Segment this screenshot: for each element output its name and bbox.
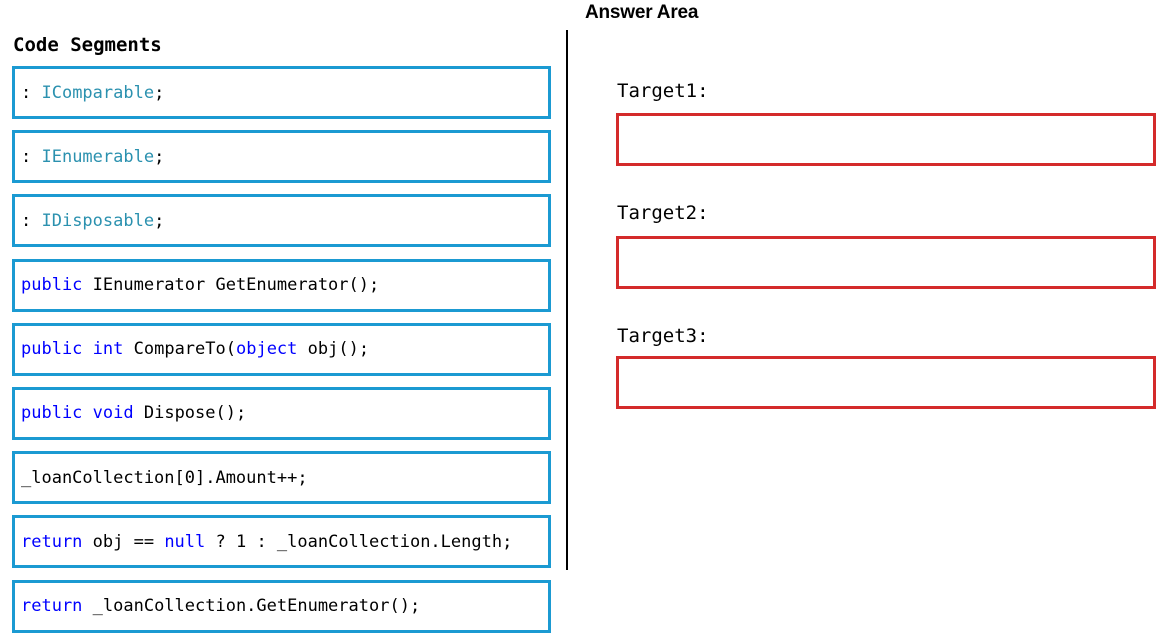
code-token: Dispose(); — [133, 403, 247, 424]
code-token: obj(); — [297, 339, 370, 360]
code-token — [82, 339, 92, 359]
target1-drop-zone[interactable] — [616, 113, 1156, 166]
code-token: IEnumerator GetEnumerator(); — [82, 275, 380, 296]
code-token: : — [21, 82, 42, 103]
answer-area-title: Answer Area — [585, 2, 699, 23]
code-segments-list: : IComparable;: IEnumerable;: IDisposabl… — [12, 66, 551, 644]
code-segment-1[interactable]: : IComparable; — [12, 66, 551, 119]
code-segment-7[interactable]: _loanCollection[0].Amount++; — [12, 451, 551, 505]
code-token — [82, 403, 92, 423]
code-token: public — [21, 403, 83, 424]
code-token: IEnumerable — [41, 146, 155, 167]
code-segment-3[interactable]: : IDisposable; — [12, 194, 551, 248]
code-token: null — [164, 531, 206, 552]
target3-label: Target3: — [617, 325, 709, 347]
code-segment-9[interactable]: return _loanCollection.GetEnumerator(); — [12, 579, 551, 633]
target2-label: Target2: — [617, 202, 709, 224]
code-token: IComparable — [41, 82, 155, 103]
code-token: return — [21, 531, 83, 552]
target1-label: Target1: — [617, 80, 709, 102]
code-token: obj == — [82, 531, 165, 552]
code-token: ? 1 : _loanCollection.Length; — [205, 531, 513, 552]
code-segments-title: Code Segments — [13, 34, 162, 56]
code-segment-5[interactable]: public int CompareTo(object obj(); — [12, 322, 551, 376]
code-token: : — [21, 210, 42, 231]
code-segment-2[interactable]: : IEnumerable; — [12, 130, 551, 184]
target3-drop-zone[interactable] — [616, 356, 1156, 409]
code-token: int — [92, 339, 124, 360]
code-token: public — [21, 275, 83, 296]
code-token: ; — [154, 210, 165, 231]
code-token: object — [235, 339, 298, 360]
code-token: : — [21, 146, 42, 167]
code-token: void — [92, 403, 134, 424]
column-divider — [566, 30, 568, 570]
code-token: IDisposable — [41, 210, 155, 231]
code-token: CompareTo( — [123, 339, 236, 360]
code-token: return — [21, 596, 83, 616]
target2-drop-zone[interactable] — [616, 236, 1156, 289]
code-token: ; — [154, 146, 165, 167]
code-segment-8[interactable]: return obj == null ? 1 : _loanCollection… — [12, 515, 551, 569]
code-token: _loanCollection.GetEnumerator(); — [82, 596, 421, 616]
code-token: public — [21, 339, 83, 360]
code-token: ; — [154, 82, 165, 103]
code-segment-4[interactable]: public IEnumerator GetEnumerator(); — [12, 258, 551, 312]
code-token: _loanCollection[0].Amount++; — [21, 467, 308, 488]
code-segment-6[interactable]: public void Dispose(); — [12, 386, 551, 440]
